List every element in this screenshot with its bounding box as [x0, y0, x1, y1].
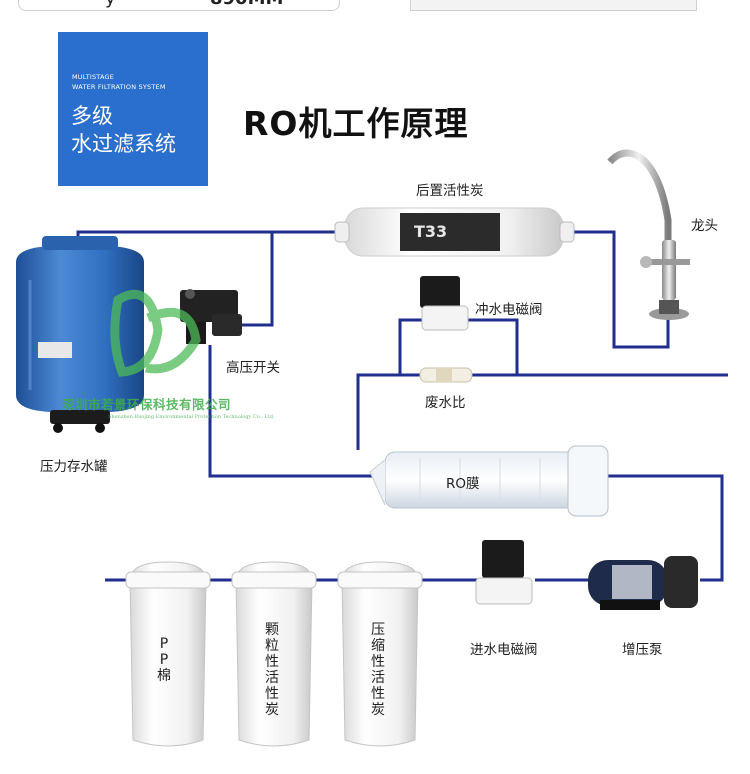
label-post-carbon: 后置活性炭: [416, 183, 484, 199]
badge-zh-line-1: 多级: [71, 104, 113, 128]
post-carbon-mark: T33: [414, 222, 447, 241]
badge-zh-line-2: 水过滤系统: [71, 132, 176, 156]
label-waste-ratio: 废水比: [425, 395, 466, 411]
pipe-switch-down: [208, 345, 385, 478]
filter-housing-granular: [231, 561, 317, 747]
ro-membrane-housing: [369, 445, 609, 517]
label-pp-cotton: PP棉: [157, 636, 171, 684]
label-flush-valve: 冲水电磁阀: [475, 302, 543, 318]
pipe-waste-line: [356, 373, 728, 450]
label-faucet: 龙头: [691, 218, 718, 234]
top-left-box: [18, 0, 340, 11]
pipe-carbon-to-faucet: [565, 230, 670, 349]
booster-pump: [588, 556, 698, 610]
label-booster-pump: 增压泵: [622, 642, 663, 658]
label-granular-carbon: 颗粒性活性炭: [265, 622, 279, 718]
badge-en-line-1: MULTISTAGE: [72, 73, 115, 81]
inlet-solenoid-valve: [475, 540, 533, 605]
filter-housing-compressed: [337, 561, 423, 747]
top-cropped-bar: y 890MM: [0, 0, 750, 14]
system-badge: MULTISTAGE WATER FILTRATION SYSTEM 多级 水过…: [58, 32, 208, 186]
label-ro-membrane: RO膜: [446, 476, 480, 492]
flush-solenoid-valve: [420, 276, 469, 331]
top-right-box: [410, 0, 697, 11]
pipe-membrane-to-pump: [604, 474, 724, 582]
pipe-switch-to-top: [242, 232, 274, 327]
waste-ratio-restrictor: [419, 367, 473, 383]
label-inlet-valve: 进水电磁阀: [470, 642, 538, 658]
top-fragment-right: 890MM: [210, 0, 283, 9]
label-compressed-carbon: 压缩性活性炭: [371, 622, 385, 718]
post-carbon-filter: T33: [334, 207, 575, 257]
badge-en-line-2: WATER FILTRATION SYSTEM: [72, 83, 166, 91]
label-pressure-tank: 压力存水罐: [40, 459, 108, 475]
top-fragment-left: y: [105, 0, 116, 9]
badge-english: MULTISTAGE WATER FILTRATION SYSTEM: [72, 72, 166, 92]
label-high-pressure-switch: 高压开关: [226, 360, 280, 376]
watermark-company-name: 深圳市若景环保科技有限公司: [62, 397, 232, 412]
page-title: RO机工作原理: [243, 104, 469, 143]
faucet: [607, 149, 690, 320]
watermark-leaf-logo: [110, 289, 201, 377]
pipe-tank-to-carbon: [76, 230, 345, 243]
filter-housing-pp: [125, 561, 211, 747]
watermark-company-english: Shenzhen Ruojing Environmental Protectio…: [108, 414, 275, 420]
pressure-tank: [16, 236, 144, 433]
